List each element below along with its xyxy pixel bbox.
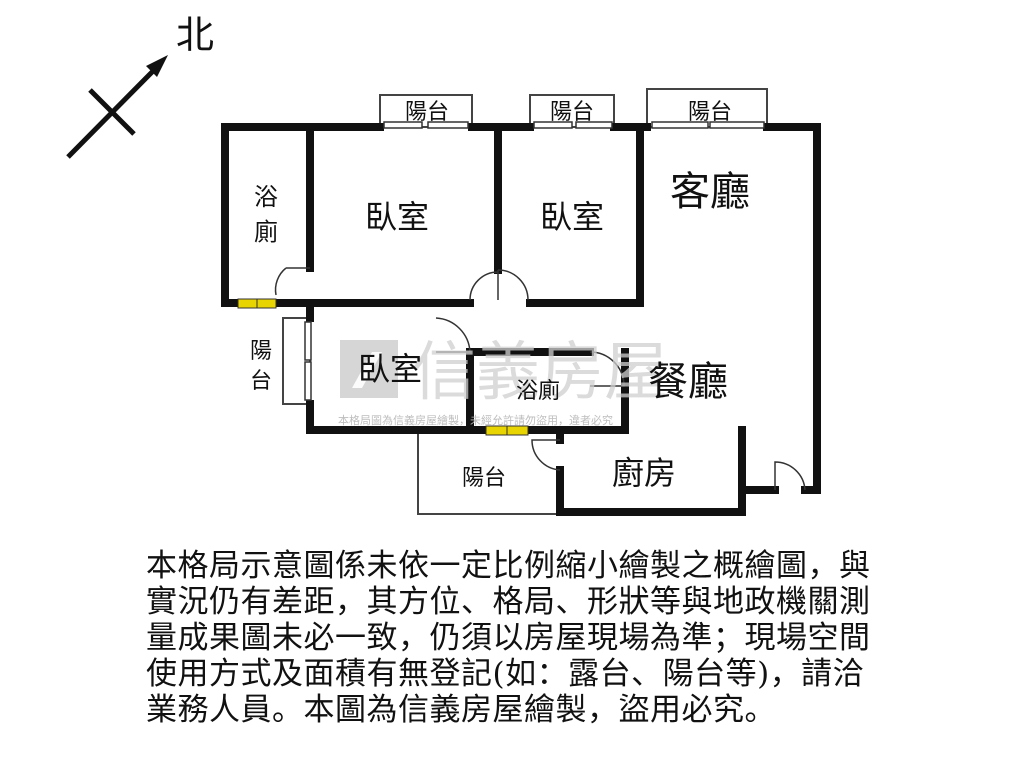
room-label-balcony-top-3: 陽台 (688, 100, 732, 125)
room-label-bath-top-1: 浴 (254, 183, 278, 211)
room-label-dining: 餐廳 (648, 359, 728, 405)
watermark: 信義房屋 本格局圖為信義房屋繪製，未經允許請勿盜用，違者必究 (338, 336, 668, 427)
disclaimer-text: 本格局示意圖係未依一定比例縮小繪製之概繪圖，與 實況仍有差距，其方位、格局、形狀… (146, 548, 871, 728)
room-label-bedroom-3: 臥室 (358, 350, 422, 388)
watermark-brand: 信義房屋 (412, 336, 668, 410)
door-bedroom-2-icon (497, 269, 529, 301)
room-label-bath-top-2: 廁 (254, 218, 278, 246)
door-bedroom-1-icon (469, 270, 499, 301)
room-label-bath-mid: 浴廁 (516, 379, 560, 404)
door-bedroom-3-icon (435, 317, 471, 353)
door-bath-mid-icon (589, 351, 625, 387)
north-arrow-icon (66, 55, 168, 159)
room-label-living: 客廳 (670, 169, 750, 215)
sliding-doors (304, 121, 765, 401)
windows (237, 298, 529, 436)
room-label-balcony-top-2: 陽台 (550, 100, 594, 125)
door-bath-top-icon (274, 267, 310, 296)
room-label-bedroom-1: 臥室 (365, 198, 429, 236)
watermark-notice: 本格局圖為信義房屋繪製，未經允許請勿盜用，違者必究 (338, 413, 613, 427)
walls (221, 123, 821, 516)
room-label-bedroom-2: 臥室 (540, 198, 604, 236)
room-label-balcony-left-2: 台 (250, 369, 272, 394)
room-label-balcony-left-1: 陽 (250, 339, 272, 364)
floor-plan-diagram: 北 (66, 13, 821, 516)
room-label-balcony-bottom: 陽台 (462, 466, 506, 491)
compass-north-label: 北 (176, 13, 214, 57)
door-kitchen-balcony-icon (531, 439, 561, 471)
doors (274, 267, 806, 491)
door-entrance-icon (774, 461, 806, 491)
room-label-kitchen: 廚房 (612, 454, 676, 492)
room-label-balcony-top-1: 陽台 (405, 100, 449, 125)
balcony-left-outline (282, 317, 311, 405)
balcony-top-1-outline (379, 94, 473, 128)
